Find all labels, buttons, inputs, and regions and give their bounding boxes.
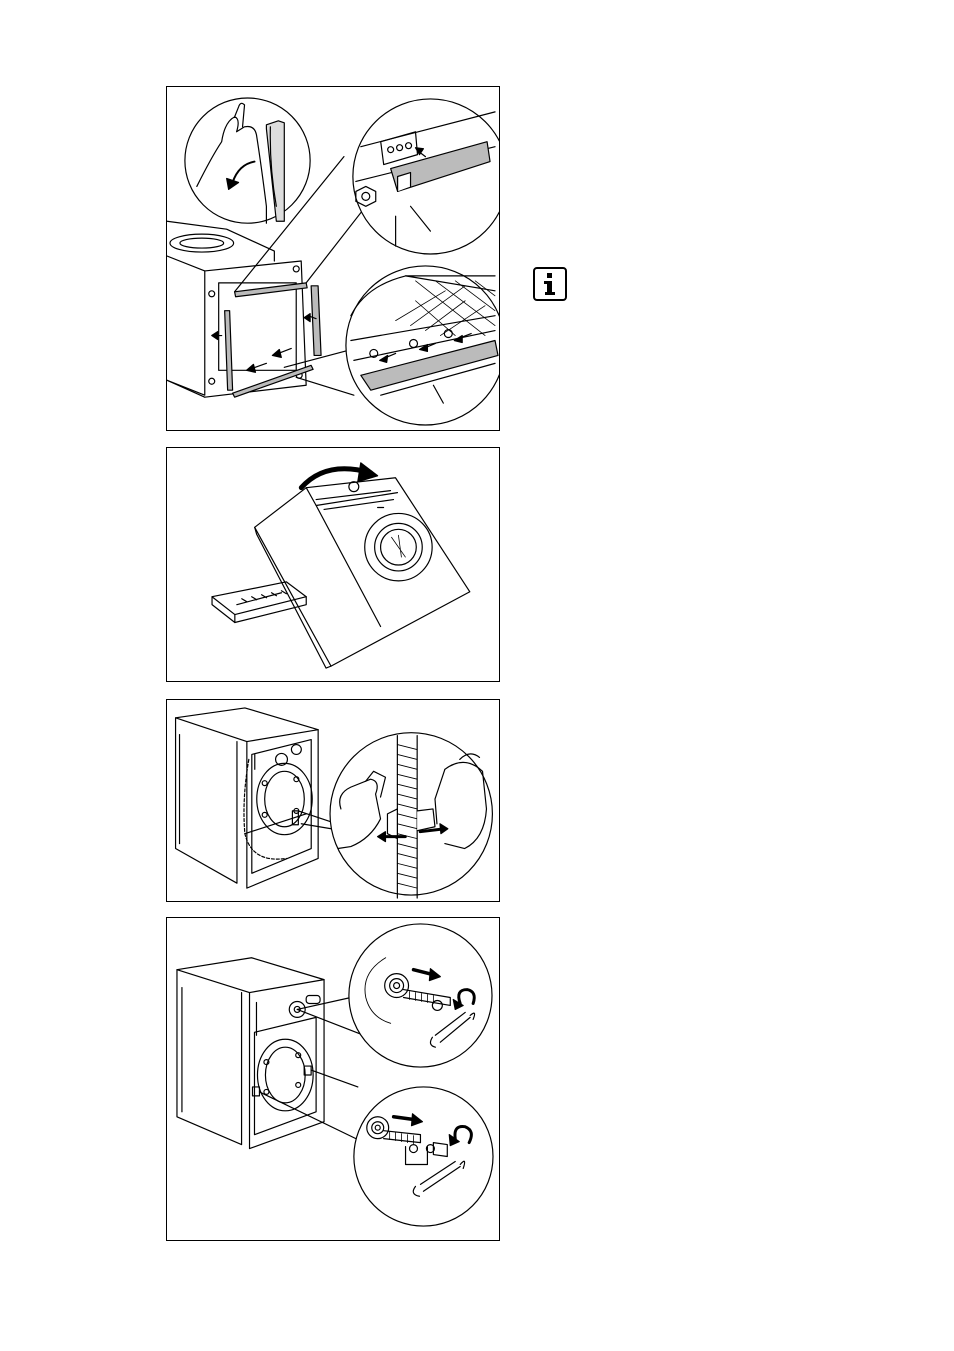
figure-remove-transit-bolts	[166, 917, 500, 1241]
figure-tilt-appliance	[166, 447, 500, 682]
transit-bolt-removal-illustration	[167, 918, 499, 1240]
figure-release-hose-clip	[166, 699, 500, 902]
transit-strip-removal-illustration	[167, 87, 499, 430]
appliance-tilt-illustration	[167, 448, 499, 681]
figure-remove-transit-strips	[166, 86, 500, 431]
hose-clip-release-illustration	[167, 700, 499, 901]
info-icon	[533, 267, 567, 301]
